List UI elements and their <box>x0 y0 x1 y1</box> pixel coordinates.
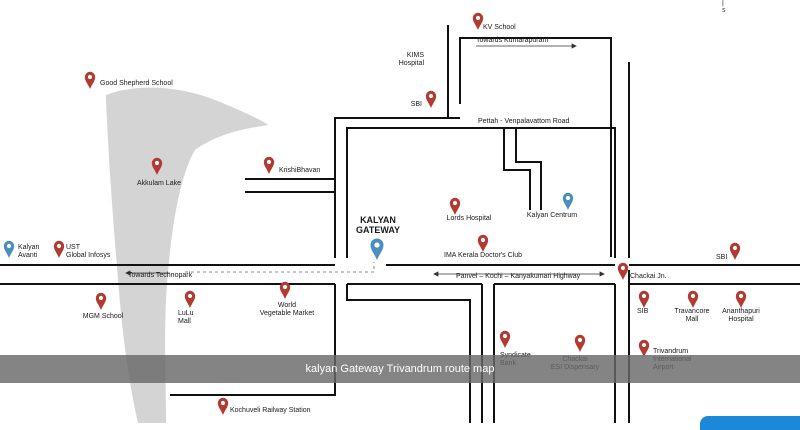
travancore-mall-map-pin-icon[interactable] <box>687 290 699 308</box>
krishibhavan-label: KrishiBhavan <box>279 167 320 174</box>
kalyan-centrum-label: Kalyan Centrum <box>527 212 577 219</box>
travancore-mall-label: Mall <box>686 316 699 323</box>
ust-map-pin-icon[interactable] <box>53 240 65 258</box>
lords-hospital-map-pin-icon[interactable] <box>449 197 461 215</box>
sbi-top-label: SBI <box>411 101 422 108</box>
kalyan-avanti-pin-dot <box>6 243 12 249</box>
world-market-pin-dot <box>282 284 288 290</box>
kalyan-gateway-pin-dot <box>374 242 380 248</box>
lulu-mall-label: LuLu <box>178 310 194 317</box>
ananthapuri-label: Hospital <box>728 316 754 323</box>
ima-club-map-pin-icon[interactable] <box>477 234 489 252</box>
kalyan-gateway-title-line2: GATEWAY <box>356 225 400 235</box>
akkulam-lake-pin-dot <box>154 160 160 166</box>
kalyan-gateway-map-pin-icon[interactable] <box>370 238 384 260</box>
road-network <box>0 25 800 423</box>
kochuveli-pin-dot <box>220 400 226 406</box>
ima-club-label: IMA Kerala Doctor's Club <box>444 252 522 259</box>
good-shepherd-pin-dot <box>87 74 93 80</box>
ananthapuri-map-pin-icon[interactable] <box>735 290 747 308</box>
sib-label: SIB <box>637 308 649 315</box>
corner-tab[interactable] <box>700 416 800 430</box>
airport-pin-dot <box>641 342 647 348</box>
corner-mark: | s <box>722 0 726 14</box>
kalyan-avanti-map-pin-icon[interactable] <box>3 240 15 258</box>
kalyan-avanti-label: Kalyan <box>18 244 40 251</box>
kv-school-map-pin-icon[interactable] <box>472 12 484 30</box>
mgm-school-map-pin-icon[interactable] <box>95 292 107 310</box>
ust-pin-dot <box>56 243 62 249</box>
road-label-kumarapuram: Towards Kumarapuram <box>476 37 549 44</box>
chakai-jn-pin-dot <box>620 265 626 271</box>
chakai-jn-map-pin-icon[interactable] <box>617 262 629 280</box>
kims-hospital-label: KIMS <box>407 52 424 59</box>
akkulam-lake-map-pin-icon[interactable] <box>151 157 163 175</box>
lords-hospital-label: Lords Hospital <box>447 215 492 222</box>
chakai-jn-label: Chackai Jn. <box>630 273 667 280</box>
world-market-label: Vegetable Market <box>260 310 315 317</box>
kalyan-gateway-title-line1: KALYAN <box>360 215 396 225</box>
road-label-highway: Panvel – Kochi – Kanyakumari Highway <box>456 273 581 280</box>
krishibhavan-pin-dot <box>266 159 272 165</box>
world-market-label: World <box>278 302 296 309</box>
ananthapuri-label: Ananthapuri <box>722 308 760 315</box>
sib-pin-dot <box>641 293 647 299</box>
ima-club-pin-dot <box>480 237 486 243</box>
sbi-top-map-pin-icon[interactable] <box>425 90 437 108</box>
krishibhavan-map-pin-icon[interactable] <box>263 156 275 174</box>
world-market-map-pin-icon[interactable] <box>279 281 291 299</box>
sbi-top-pin-dot <box>428 93 434 99</box>
kochuveli-label: Kochuveli Railway Station <box>230 407 311 414</box>
kv-school-label: KV School <box>483 24 516 31</box>
airport-label: Trivandrum <box>653 348 688 355</box>
syndicate-bank-pin-dot <box>502 333 508 339</box>
ust-label: UST <box>66 244 81 251</box>
chackai-esi-pin-dot <box>577 337 583 343</box>
travancore-mall-pin-dot <box>690 293 696 299</box>
lulu-mall-pin-dot <box>187 293 193 299</box>
lulu-mall-label: Mall <box>178 318 191 325</box>
sbi-right-pin-dot <box>732 245 738 251</box>
road-label-technopark: Towards Technopark <box>128 272 193 279</box>
good-shepherd-map-pin-icon[interactable] <box>84 71 96 89</box>
travancore-mall-label: Travancore <box>674 308 709 315</box>
arrow-icon <box>125 43 605 277</box>
caption-bar: kalyan Gateway Trivandrum route map <box>0 355 800 383</box>
lulu-mall-map-pin-icon[interactable] <box>184 290 196 308</box>
caption-text: kalyan Gateway Trivandrum route map <box>305 363 495 375</box>
good-shepherd-label: Good Shepherd School <box>100 80 173 87</box>
sbi-right-label: SBI <box>716 254 727 261</box>
sib-map-pin-icon[interactable] <box>638 290 650 308</box>
airport-map-pin-icon[interactable] <box>638 339 650 357</box>
kalyan-centrum-pin-dot <box>565 195 571 201</box>
lords-hospital-pin-dot <box>452 200 458 206</box>
mgm-school-label: MGM School <box>83 313 124 320</box>
akkulam-lake-shape <box>106 87 268 423</box>
sbi-right-map-pin-icon[interactable] <box>729 242 741 260</box>
chackai-esi-map-pin-icon[interactable] <box>574 334 586 352</box>
kochuveli-map-pin-icon[interactable] <box>217 397 229 415</box>
akkulam-lake-label: Akkulam Lake <box>137 180 181 187</box>
kv-school-pin-dot <box>475 15 481 21</box>
ananthapuri-pin-dot <box>738 293 744 299</box>
road-label-pettah: Pettah - Venpalavattom Road <box>478 118 570 125</box>
mgm-school-pin-dot <box>98 295 104 301</box>
kalyan-avanti-label: Avanti <box>18 252 38 259</box>
ust-label: Global Infosys <box>66 252 111 259</box>
syndicate-bank-map-pin-icon[interactable] <box>499 330 511 348</box>
kalyan-centrum-map-pin-icon[interactable] <box>562 192 574 210</box>
kims-hospital-label: Hospital <box>399 60 425 67</box>
